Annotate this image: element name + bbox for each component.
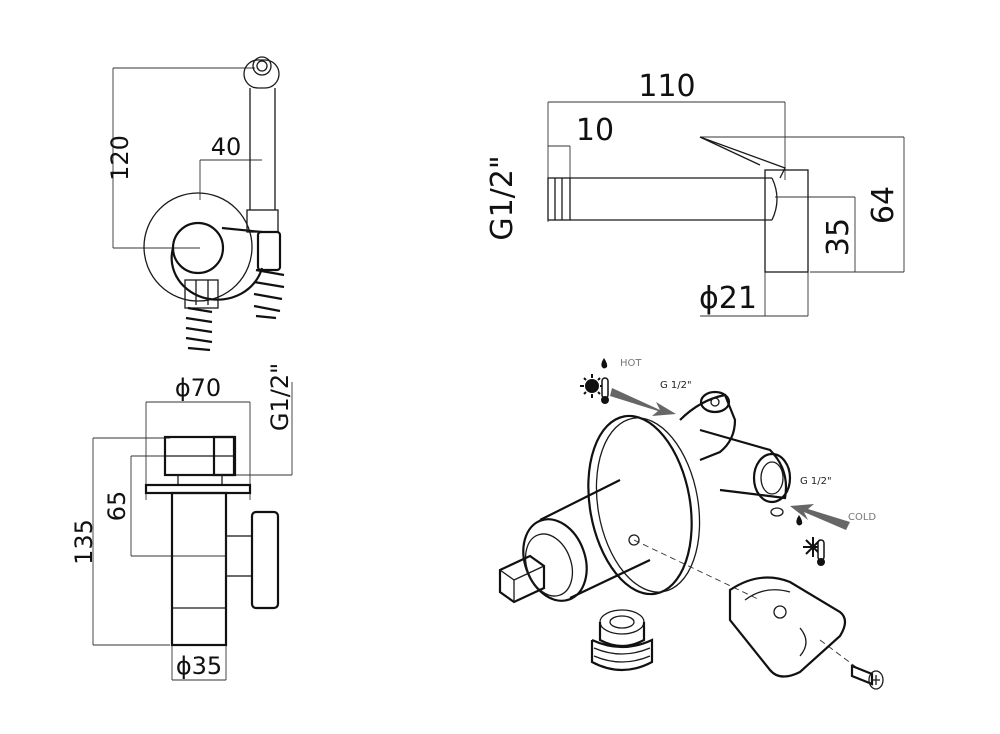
cold-arrow [790, 504, 850, 530]
front-view: 120 40 [106, 56, 285, 352]
adapter-nut [590, 609, 654, 672]
cold-callout: G 1/2" COLD [790, 476, 876, 566]
hot-label: HOT [620, 358, 642, 369]
screw [850, 664, 884, 690]
hot-arrow [610, 388, 676, 416]
side-view: ϕ70 G1/2" 135 65 ϕ35 [70, 363, 294, 681]
sun-thermometer-icon [580, 374, 609, 404]
dim-65-label: 65 [103, 491, 131, 522]
dim-phi35-label: ϕ35 [176, 652, 222, 680]
dim-10-label: 10 [576, 113, 614, 148]
hot-thread-label: G 1/2" [660, 380, 692, 391]
shower-holder [728, 576, 847, 678]
dim-thread-top-label: G1/2" [485, 155, 520, 240]
holder-view: 110 10 G1/2" 64 35 ϕ21 [485, 69, 905, 317]
dim-120-label: 120 [106, 135, 134, 181]
dim-135-label: 135 [70, 519, 98, 565]
hot-callout: HOT G 1/2" [580, 358, 692, 416]
dim-40-label: 40 [211, 133, 242, 161]
dim-phi21-label: ϕ21 [699, 281, 757, 316]
dim-35-label: 35 [821, 218, 856, 256]
cold-thread-label: G 1/2" [800, 476, 832, 487]
dim-thread-side-label: G1/2" [266, 363, 294, 431]
cold-label: COLD [848, 512, 876, 523]
water-drop-icon [601, 358, 608, 369]
dim-110-label: 110 [638, 69, 695, 104]
water-drop-icon [796, 515, 803, 526]
exploded-view: HOT G 1/2" G 1/2" COLD [498, 358, 884, 690]
dim-phi70-label: ϕ70 [175, 374, 221, 402]
snowflake-thermometer-icon [803, 537, 825, 566]
dim-64-label: 64 [866, 186, 901, 224]
